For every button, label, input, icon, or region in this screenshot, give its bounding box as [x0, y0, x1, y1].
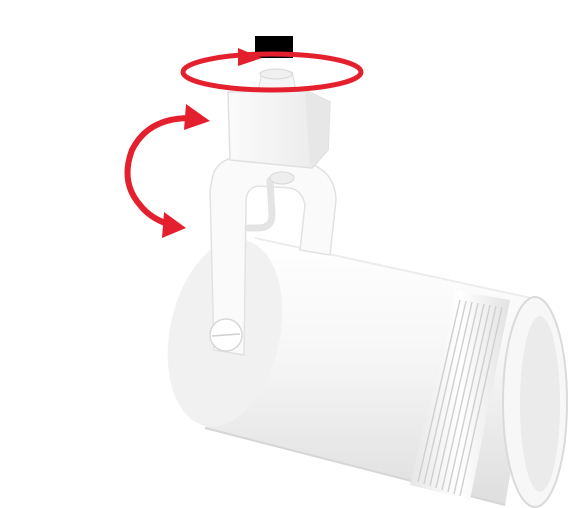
lamp-front-rim — [502, 296, 568, 508]
rotate-horizontal-arrow-icon — [180, 48, 364, 93]
track-adapter — [227, 68, 331, 169]
lamp-ribbed-ring — [410, 290, 510, 500]
tilt-vertical-arrow-icon — [124, 104, 210, 238]
